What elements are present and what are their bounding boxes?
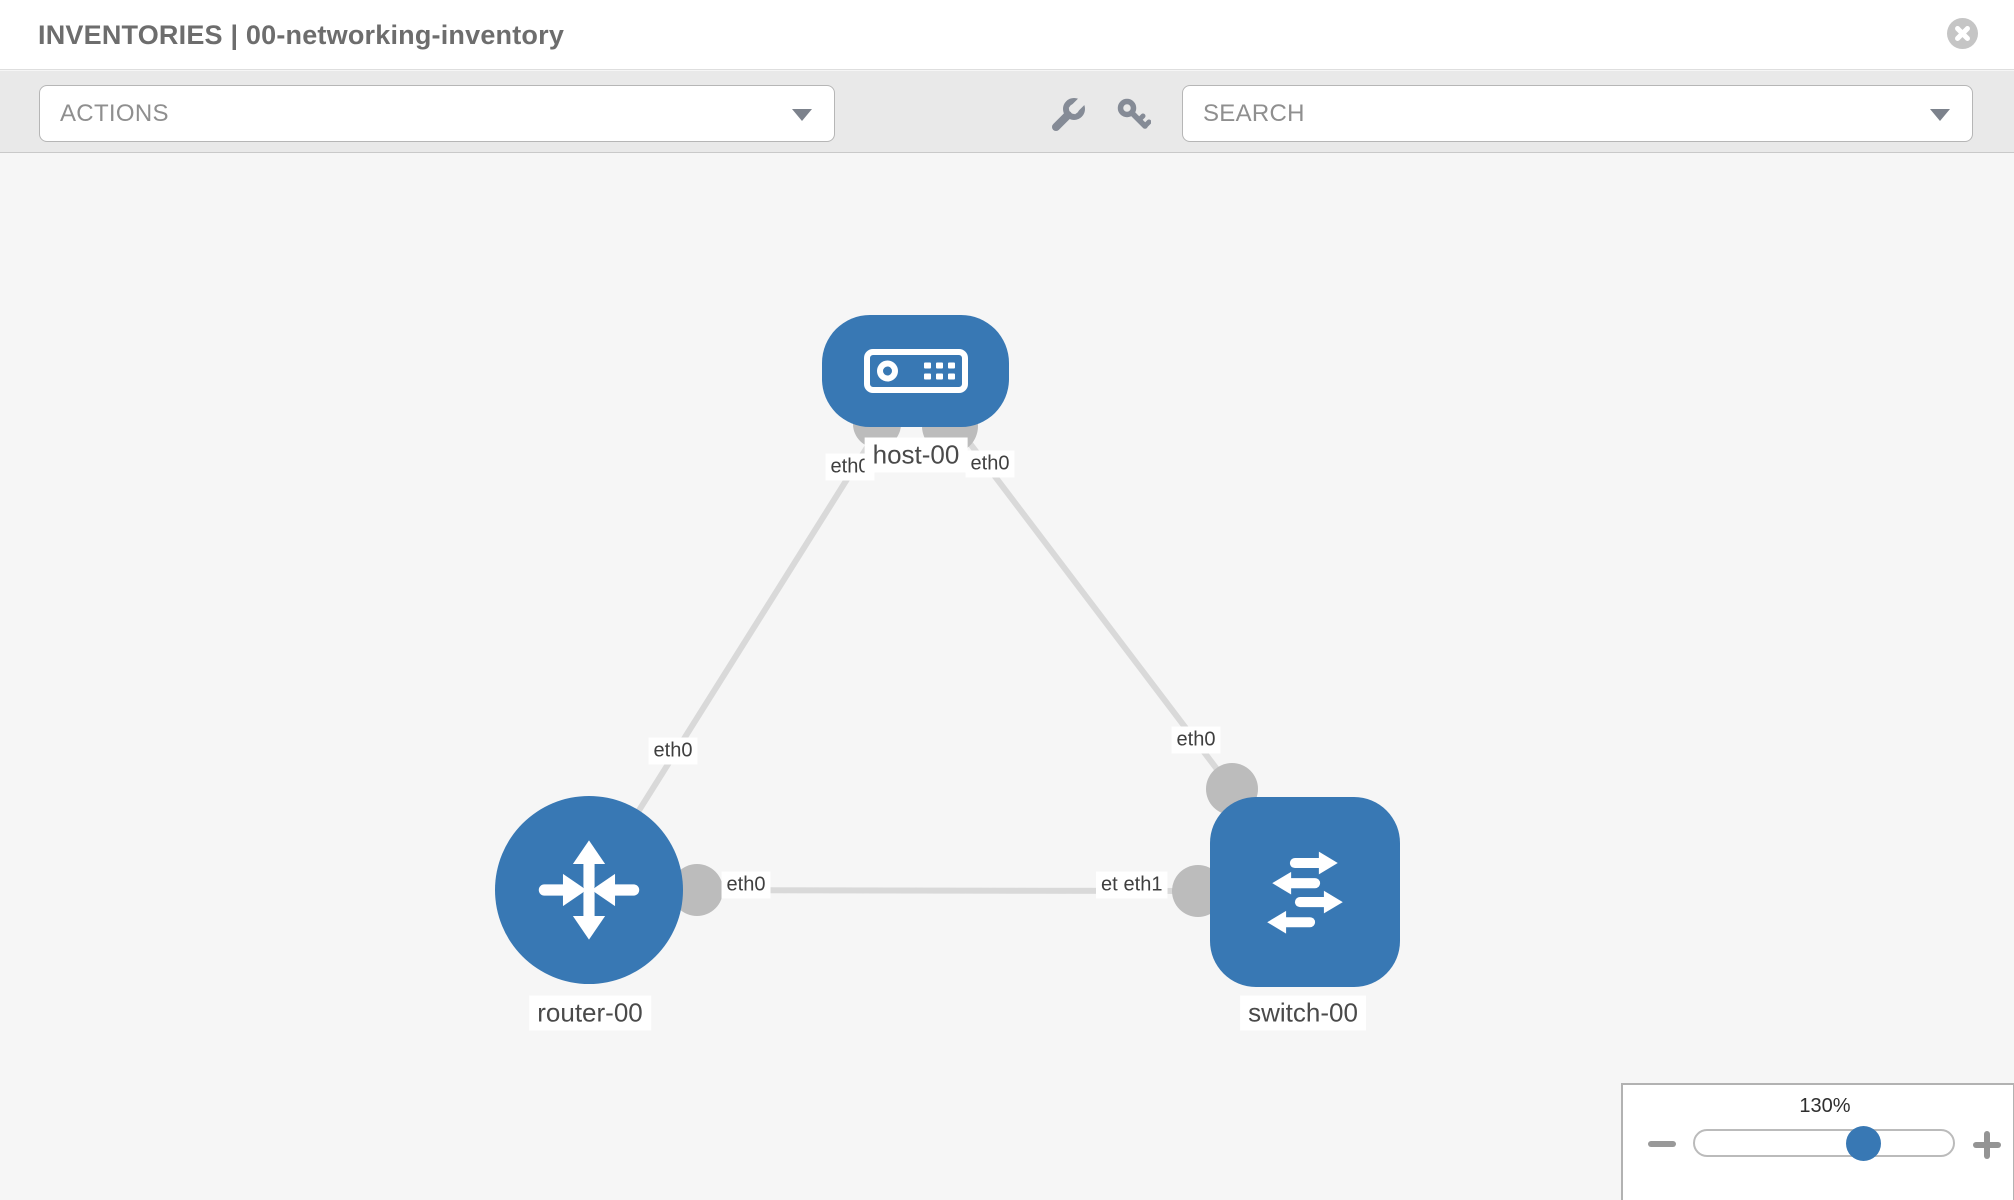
- switch-icon: [1267, 851, 1343, 934]
- node-switch[interactable]: [1210, 797, 1400, 987]
- chevron-down-icon: [1930, 109, 1950, 121]
- page-title: INVENTORIES | 00-networking-inventory: [38, 20, 565, 50]
- node-label-switch: switch-00: [1240, 995, 1366, 1031]
- zoom-panel: 130%: [1621, 1083, 2014, 1200]
- node-host[interactable]: [822, 315, 1009, 427]
- interface-label: eth0: [965, 450, 1015, 478]
- router-icon: [538, 840, 640, 940]
- chevron-down-icon: [792, 109, 812, 121]
- key-icon[interactable]: [1115, 96, 1152, 132]
- zoom-slider-thumb[interactable]: [1846, 1126, 1881, 1161]
- node-router[interactable]: [495, 796, 683, 984]
- interface-label: eth0: [721, 871, 771, 899]
- wrench-icon[interactable]: [1049, 91, 1092, 132]
- zoom-in-button[interactable]: [1973, 1131, 2001, 1159]
- interface-label: eth0: [648, 737, 698, 765]
- search-dropdown[interactable]: SEARCH: [1182, 85, 1973, 142]
- header-bar: INVENTORIES | 00-networking-inventory: [0, 0, 2014, 70]
- node-label-router: router-00: [529, 995, 651, 1031]
- interface-circle: [671, 864, 723, 916]
- interface-label: eth0: [1171, 726, 1221, 754]
- actions-dropdown-label: ACTIONS: [60, 100, 169, 127]
- actions-dropdown[interactable]: ACTIONS: [39, 85, 835, 142]
- server-icon: [863, 349, 968, 393]
- toolbar: ACTIONS SEARCH: [0, 71, 2014, 153]
- node-label-host: host-00: [864, 437, 968, 473]
- zoom-out-button[interactable]: [1648, 1141, 1676, 1147]
- search-dropdown-label: SEARCH: [1203, 100, 1305, 127]
- zoom-slider-track[interactable]: [1693, 1129, 1955, 1157]
- topology-graph: [586, 369, 1258, 917]
- zoom-level: 130%: [1799, 1095, 1851, 1117]
- interface-label: eth1: [1118, 871, 1168, 899]
- close-icon[interactable]: [1947, 18, 1978, 49]
- topology-canvas[interactable]: eth0 eth0 eth0 eth0 eth0 eth0 eth1 host-…: [0, 153, 2014, 1200]
